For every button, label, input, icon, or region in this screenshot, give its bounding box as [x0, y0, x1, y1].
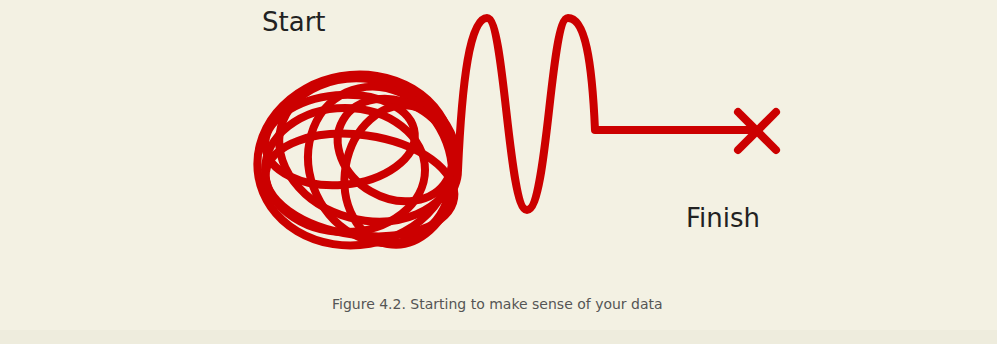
finish-label: Finish	[686, 204, 760, 233]
bottom-band	[0, 330, 997, 344]
start-label: Start	[262, 8, 326, 37]
figure-caption: Figure 4.2. Starting to make sense of yo…	[332, 296, 663, 313]
scribble-line	[244, 18, 776, 267]
